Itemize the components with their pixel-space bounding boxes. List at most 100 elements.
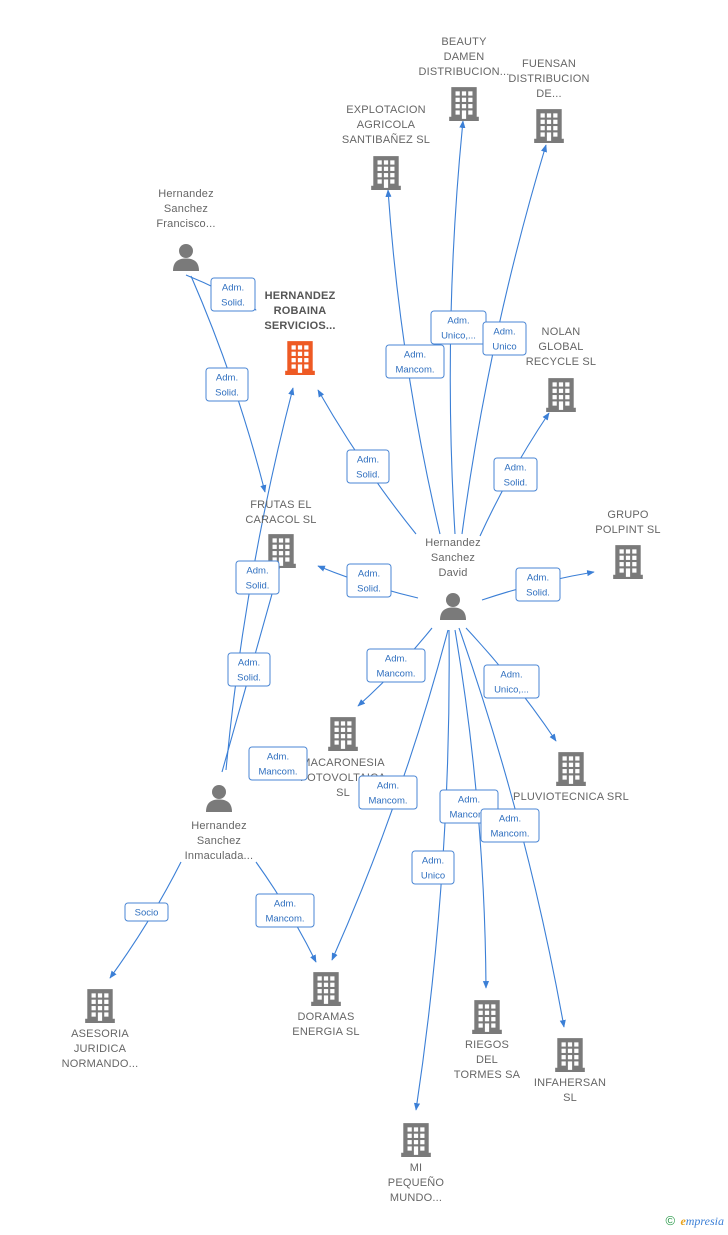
person-icon bbox=[206, 785, 232, 812]
edge-label-line: Solid. bbox=[221, 298, 245, 309]
edge-label-line: Adm. bbox=[377, 781, 399, 792]
node-pluvio[interactable]: PLUVIOTECNICA SRL bbox=[513, 752, 629, 803]
edge-label-e16[interactable]: Adm.Solid. bbox=[210, 277, 256, 312]
building-icon bbox=[546, 378, 576, 412]
edge-label-line: Adm. bbox=[499, 814, 521, 825]
edge-label-e1[interactable]: Adm. Solid. bbox=[205, 367, 249, 402]
edge-label-e5[interactable]: Adm.Unico,... bbox=[430, 310, 487, 345]
nodes-layer: BEAUTYDAMENDISTRIBUCION...FUENSANDISTRIB… bbox=[62, 36, 661, 1204]
edge-label-line: Solid. bbox=[357, 584, 381, 595]
edge-label-line: Solid. bbox=[526, 588, 550, 599]
edge-label-line: Socio bbox=[135, 908, 159, 919]
edge-label-line: Unico bbox=[492, 342, 516, 353]
edge-label-box bbox=[358, 775, 418, 810]
edge-label-box bbox=[346, 563, 392, 598]
building-icon bbox=[555, 1038, 585, 1072]
edge-label-e19[interactable]: Socio bbox=[124, 902, 169, 922]
node-label-line: Hernandez bbox=[158, 188, 214, 200]
edge-label-line: Adm. bbox=[504, 463, 526, 474]
building-icon bbox=[401, 1123, 431, 1157]
edge-label-box bbox=[235, 560, 280, 595]
node-hsinmaculada[interactable]: HernandezSanchezInmaculada... bbox=[185, 785, 254, 862]
node-label-line: DISTRIBUCION bbox=[508, 73, 589, 85]
person-icon bbox=[440, 593, 466, 620]
edge-label-line: Adm. bbox=[493, 327, 515, 338]
node-frutas[interactable]: FRUTAS EL CARACOL SL bbox=[245, 499, 316, 568]
node-label-line: CARACOL SL bbox=[245, 514, 316, 526]
edge-label-e6[interactable]: Adm. Unico bbox=[482, 321, 527, 356]
node-label-line: ROBAINA bbox=[274, 305, 327, 317]
edge-label-box bbox=[255, 893, 315, 928]
edge-label-box bbox=[124, 902, 169, 922]
edge-label-e12[interactable]: Adm.Mancom. bbox=[358, 775, 418, 810]
edge-label-line: Adm. bbox=[216, 373, 238, 384]
node-label-line: DORAMAS bbox=[297, 1011, 354, 1023]
edge-label-box bbox=[493, 457, 538, 492]
edge-label-line: Adm. bbox=[422, 856, 444, 867]
node-label-line: SL bbox=[336, 787, 350, 799]
edge-label-line: Solid. bbox=[215, 388, 239, 399]
edge-label-line: Adm. bbox=[500, 670, 522, 681]
node-label-line: Sanchez bbox=[164, 203, 208, 215]
edge-label-e20[interactable]: Adm.Mancom. bbox=[255, 893, 315, 928]
edge-label-e18[interactable]: Adm.Mancom. bbox=[248, 746, 308, 781]
node-label-line: DISTRIBUCION... bbox=[418, 66, 509, 78]
node-label-line: Sanchez bbox=[431, 552, 475, 564]
node-label-line: Hernandez bbox=[425, 537, 481, 549]
node-label-line: TORMES SA bbox=[454, 1069, 521, 1081]
edge-label-e14[interactable]: Adm.Mancom. bbox=[480, 808, 540, 843]
node-label-line: FRUTAS EL bbox=[250, 499, 312, 511]
node-label-line: NORMANDO... bbox=[62, 1058, 139, 1070]
building-icon bbox=[613, 545, 643, 579]
person-icon bbox=[173, 244, 199, 271]
node-hernandezrobaina[interactable]: HERNANDEZ ROBAINA SERVICIOS... bbox=[264, 290, 335, 375]
edge-label-line: Adm. bbox=[267, 752, 289, 763]
node-label-line: SANTIBAÑEZ SL bbox=[342, 133, 430, 146]
node-hsfrancisco[interactable]: HernandezSanchezFrancisco... bbox=[156, 188, 215, 271]
edge-label-line: Mancom. bbox=[395, 365, 434, 376]
node-label-line: Inmaculada... bbox=[185, 850, 254, 862]
edge-label-box bbox=[480, 808, 540, 843]
edge-label-line: Unico,... bbox=[494, 685, 529, 696]
node-label-line: SL bbox=[563, 1092, 577, 1104]
edge-label-e8[interactable]: Adm.Solid. bbox=[493, 457, 538, 492]
node-label-line: POLPINT SL bbox=[595, 524, 660, 536]
edge-label-e3[interactable]: Adm.Solid. bbox=[227, 652, 271, 687]
node-beauty[interactable]: BEAUTYDAMENDISTRIBUCION... bbox=[418, 36, 509, 121]
edge-label-box bbox=[346, 449, 390, 484]
node-label-line: SERVICIOS... bbox=[264, 320, 335, 332]
edge-label-e11[interactable]: Adm. Unico,... bbox=[483, 664, 540, 699]
edge-label-e4[interactable]: Adm.Mancom. bbox=[385, 344, 445, 379]
node-label-line: NOLAN bbox=[542, 326, 581, 338]
edge-label-e9[interactable]: Adm.Solid. bbox=[346, 563, 392, 598]
footer-credit[interactable]: © empresia bbox=[666, 1213, 725, 1229]
edge-label-line: Solid. bbox=[237, 673, 261, 684]
node-label-line: DEL bbox=[476, 1054, 498, 1066]
node-asesoria[interactable]: ASESORIAJURIDICANORMANDO... bbox=[62, 989, 139, 1070]
building-icon bbox=[449, 87, 479, 121]
edge-label-e2[interactable]: Adm.Solid. bbox=[235, 560, 280, 595]
node-label-line: MACARONESIA bbox=[301, 757, 385, 769]
node-label-line: MUNDO... bbox=[390, 1192, 442, 1204]
edge-label-e17[interactable]: Adm.Solid. bbox=[515, 567, 561, 602]
building-icon bbox=[371, 156, 401, 190]
node-label-line: HERNANDEZ bbox=[265, 290, 336, 302]
edge-label-box bbox=[227, 652, 271, 687]
node-label-line: GLOBAL bbox=[538, 341, 583, 353]
node-fuensan[interactable]: FUENSANDISTRIBUCIONDE... bbox=[508, 58, 589, 143]
node-label-line: PEQUEÑO bbox=[388, 1176, 445, 1189]
node-label-line: Francisco... bbox=[156, 218, 215, 230]
edge-label-e15[interactable]: Adm.Unico bbox=[411, 850, 455, 885]
edge-label-box bbox=[385, 344, 445, 379]
edge-label-e10[interactable]: Adm.Mancom. bbox=[366, 648, 426, 683]
edge-label-e7[interactable]: Adm.Solid. bbox=[346, 449, 390, 484]
node-mipequeno[interactable]: MIPEQUEÑOMUNDO... bbox=[388, 1123, 445, 1204]
